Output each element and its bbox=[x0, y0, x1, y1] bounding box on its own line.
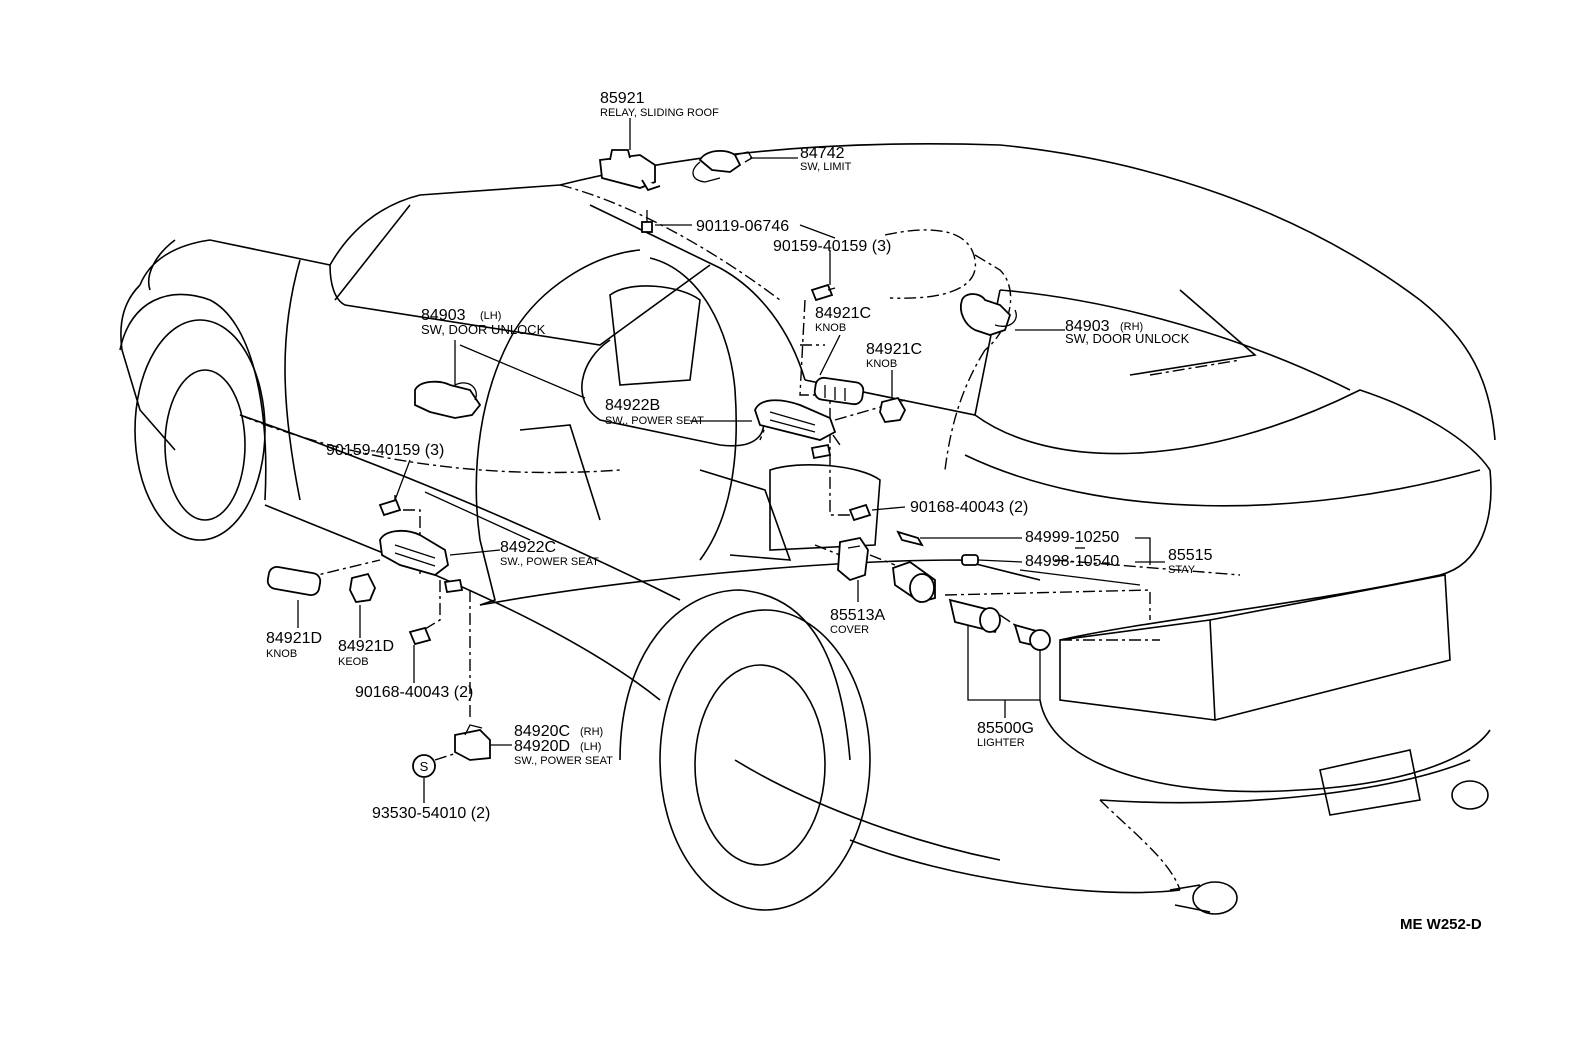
part-side: (RH) bbox=[1120, 321, 1143, 333]
callout-84921d-long: 84921D KNOB bbox=[266, 630, 322, 660]
callout-93530: 93530-54010 (2) bbox=[372, 805, 490, 822]
part-power-seat-switch-84922c bbox=[379, 529, 464, 594]
part-bolt-90159-right bbox=[810, 283, 836, 302]
part-description: SW, LIMIT bbox=[800, 161, 852, 173]
callout-84920d: 84920D (LH) SW., POWER SEAT bbox=[514, 738, 613, 767]
part-side: (LH) bbox=[480, 310, 501, 322]
callout-84922b: 84922B SW., POWER SEAT bbox=[605, 397, 704, 427]
callout-84920c: 84920C (RH) bbox=[514, 723, 603, 740]
diagram-reference-code: ME W252-D bbox=[1400, 916, 1482, 933]
part-limit-switch bbox=[692, 149, 753, 183]
callout-85500g: 85500G LIGHTER bbox=[977, 720, 1034, 749]
callout-84742: 84742 SW, LIMIT bbox=[800, 145, 852, 173]
part-power-seat-switch-84920 bbox=[454, 724, 491, 761]
callout-90168-left: 90168-40043 (2) bbox=[355, 684, 473, 701]
part-number: 84999-10250 bbox=[1025, 529, 1119, 546]
part-number: 90168-40043 (2) bbox=[910, 499, 1028, 516]
part-description: RELAY, SLIDING ROOF bbox=[600, 107, 719, 119]
callout-84998: 84998-10540 bbox=[1025, 553, 1119, 570]
part-number: 90159-40159 (3) bbox=[773, 238, 891, 255]
part-number: 90168-40043 (2) bbox=[355, 684, 473, 701]
callout-84999: 84999-10250 bbox=[1025, 529, 1119, 546]
callout-85513a: 85513A COVER bbox=[830, 607, 885, 636]
part-bolt-90159-left bbox=[378, 498, 402, 517]
part-number: 84921C bbox=[815, 305, 871, 322]
part-description: KNOB bbox=[815, 322, 846, 334]
part-number: 93530-54010 (2) bbox=[372, 805, 490, 822]
part-number: 84921C bbox=[866, 341, 922, 358]
part-side: (RH) bbox=[580, 726, 603, 738]
callout-90119: 90119-06746 bbox=[696, 218, 789, 235]
part-number: 85515 bbox=[1168, 547, 1213, 564]
part-knob-84921d-long bbox=[266, 566, 322, 596]
part-number: 84921D bbox=[266, 630, 322, 647]
part-relay-sliding-roof bbox=[599, 149, 661, 192]
part-number: 84922B bbox=[605, 397, 660, 414]
part-knob-84921d-small bbox=[349, 572, 376, 603]
callout-84903-lh: 84903 (LH) SW, DOOR UNLOCK bbox=[421, 307, 546, 337]
part-description: SW., POWER SEAT bbox=[605, 415, 704, 427]
leader-lines bbox=[297, 118, 1165, 803]
part-lighter-plug bbox=[1013, 623, 1051, 651]
callout-84903-rh: 84903 (RH) SW, DOOR UNLOCK bbox=[1065, 318, 1190, 346]
part-lighter-socket bbox=[948, 598, 1002, 634]
part-screw-s-symbol: S bbox=[412, 754, 436, 778]
part-number: 85500G bbox=[977, 720, 1034, 737]
part-description: LIGHTER bbox=[977, 737, 1025, 749]
part-number: 85513A bbox=[830, 607, 885, 624]
part-number: 84920C bbox=[514, 723, 570, 740]
callout-90159-right: 90159-40159 (3) bbox=[773, 238, 891, 255]
part-description: KNOB bbox=[266, 648, 297, 660]
part-number: 90119-06746 bbox=[696, 218, 789, 235]
exploded-view-lines bbox=[239, 184, 1241, 891]
part-stay-84999 bbox=[896, 530, 924, 547]
part-number: 90159-40159 (3) bbox=[326, 442, 444, 459]
callout-84921d-small: 84921D KEOB bbox=[338, 638, 394, 668]
callout-85921: 85921 RELAY, SLIDING ROOF bbox=[600, 90, 719, 119]
callout-90159-left: 90159-40159 (3) bbox=[326, 442, 444, 459]
callout-90168-right: 90168-40043 (2) bbox=[910, 499, 1028, 516]
callout-84922c: 84922C SW., POWER SEAT bbox=[500, 539, 599, 568]
part-number: 84920D bbox=[514, 738, 570, 755]
part-bolt-90168-left bbox=[408, 626, 432, 646]
part-power-seat-switch-84922b bbox=[754, 399, 837, 460]
part-bolt-90168-right bbox=[848, 503, 872, 522]
part-number: 84903 bbox=[421, 307, 466, 324]
part-number: 84998-10540 bbox=[1025, 553, 1119, 570]
car-body-outline bbox=[119, 143, 1496, 915]
part-description: SW., POWER SEAT bbox=[514, 755, 613, 767]
part-knob-84921c-long bbox=[813, 376, 865, 406]
part-number: 84903 bbox=[1065, 318, 1110, 335]
part-door-unlock-switch-rh bbox=[960, 293, 1017, 336]
part-description: KEOB bbox=[338, 656, 369, 668]
callout-84921c-small: 84921C KNOB bbox=[866, 341, 922, 370]
part-stay-85515 bbox=[892, 560, 936, 603]
part-description: SW, DOOR UNLOCK bbox=[421, 322, 546, 337]
part-bolt-roof bbox=[641, 210, 653, 233]
part-number: 84921D bbox=[338, 638, 394, 655]
part-cover-85513a bbox=[837, 536, 869, 582]
part-side: (LH) bbox=[580, 741, 601, 753]
part-description: COVER bbox=[830, 624, 869, 636]
screw-symbol-label: S bbox=[420, 759, 429, 774]
part-stay-84998 bbox=[961, 554, 979, 566]
part-number: 84742 bbox=[800, 145, 845, 162]
part-number: 84922C bbox=[500, 539, 556, 556]
part-description: SW., POWER SEAT bbox=[500, 556, 599, 568]
part-number: 85921 bbox=[600, 90, 645, 107]
part-door-unlock-switch-lh bbox=[414, 380, 482, 419]
callout-84921c-long: 84921C KNOB bbox=[815, 305, 871, 334]
part-description: KNOB bbox=[866, 358, 897, 370]
part-description: STAY bbox=[1168, 564, 1196, 576]
part-description: SW, DOOR UNLOCK bbox=[1065, 331, 1190, 346]
part-knob-84921c-small bbox=[879, 396, 907, 423]
callout-85515: 85515 STAY bbox=[1168, 547, 1213, 576]
